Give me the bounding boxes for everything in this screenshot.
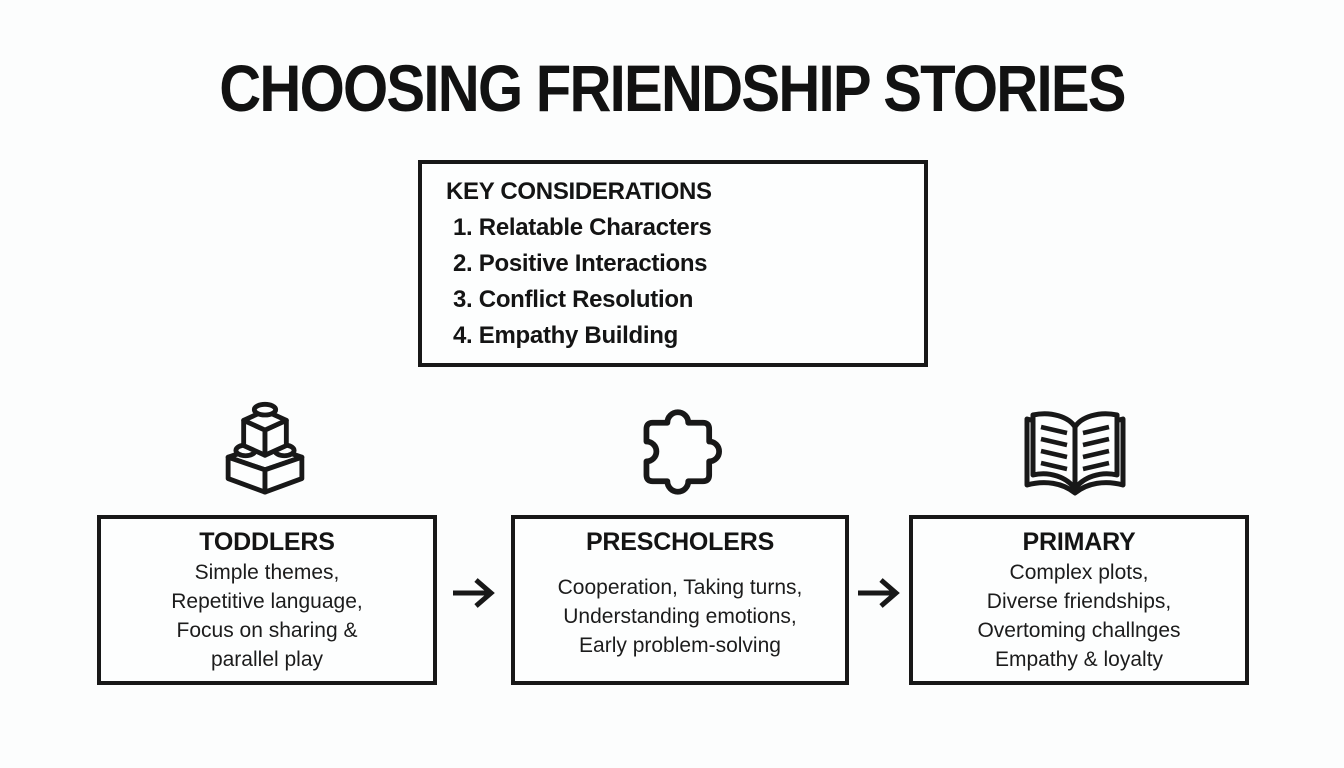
key-consideration-item: 3. Conflict Resolution <box>453 286 694 313</box>
page-title: CHOOSING FRIENDSHIP STORIES <box>219 51 1126 125</box>
puzzle-piece-icon <box>632 406 732 498</box>
building-blocks-icon <box>215 399 315 496</box>
key-consideration-item: 2. Positive Interactions <box>453 250 708 277</box>
stage-title: TODDLERS <box>199 528 335 556</box>
key-considerations-heading: KEY CONSIDERATIONS <box>446 178 712 205</box>
arrow-right-icon <box>450 573 498 613</box>
key-considerations-list: 1. Relatable Characters 2. Positive Inte… <box>446 210 914 354</box>
key-consideration-item: 1. Relatable Characters <box>453 214 712 241</box>
stage-description: Simple themes, Repetitive language, Focu… <box>171 561 363 671</box>
stage-title: PRESCHOLERS <box>585 528 775 556</box>
key-considerations-box: KEY CONSIDERATIONS 1. Relatable Characte… <box>418 160 928 367</box>
open-book-icon <box>1016 401 1134 501</box>
stage-box-preschoolers: PRESCHOLERS Cooperation, Taking turns, U… <box>511 515 849 685</box>
stage-box-primary: PRIMARY Complex plots, Diverse friendshi… <box>909 515 1249 685</box>
arrow-right-icon <box>855 573 903 613</box>
stage-title: PRIMARY <box>1022 528 1136 556</box>
stage-box-toddlers: TODDLERS Simple themes, Repetitive langu… <box>97 515 437 685</box>
key-consideration-item: 4. Empathy Building <box>453 322 678 349</box>
stage-description: Complex plots, Diverse friendships, Over… <box>977 561 1181 671</box>
stage-description: Cooperation, Taking turns, Understanding… <box>557 575 803 657</box>
